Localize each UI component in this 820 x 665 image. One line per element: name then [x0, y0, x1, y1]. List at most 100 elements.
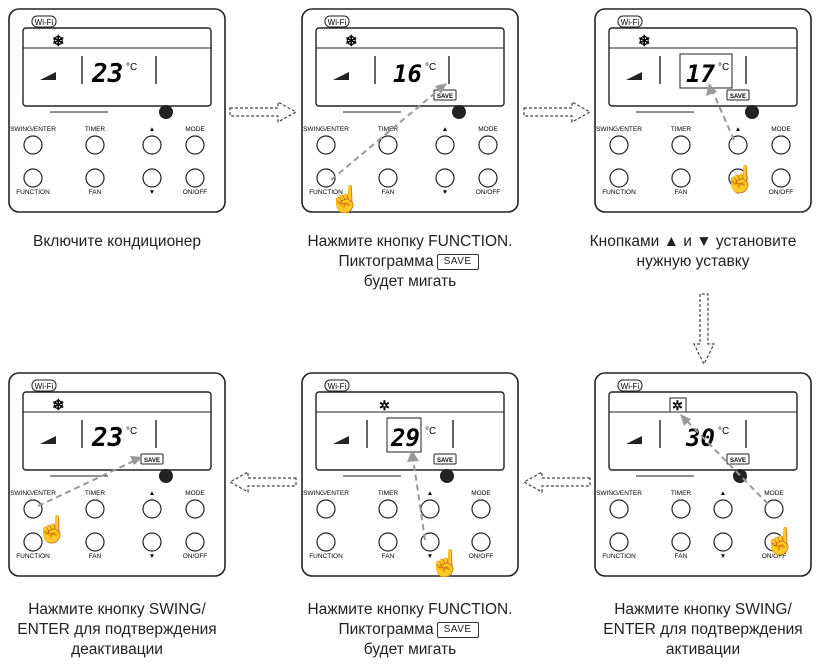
svg-text:ON/OFF: ON/OFF [476, 189, 501, 196]
svg-text:FAN: FAN [675, 189, 688, 196]
up-button[interactable] [142, 499, 162, 519]
svg-text:SWING/ENTER: SWING/ENTER [10, 490, 56, 497]
up-button[interactable] [728, 135, 748, 155]
function-button[interactable] [316, 168, 336, 188]
pointer-arrow [683, 417, 769, 505]
fan-button[interactable] [85, 168, 105, 188]
mode-button[interactable] [185, 499, 205, 519]
svg-text:ON/OFF: ON/OFF [769, 189, 794, 196]
step-6-caption: Нажмите кнопку SWING/ ENTER для подтверж… [17, 601, 217, 658]
svg-text:SAVE: SAVE [437, 458, 453, 464]
fan-button[interactable] [671, 532, 691, 552]
fan-button[interactable] [671, 168, 691, 188]
function-button[interactable] [23, 532, 43, 552]
on-off-button[interactable] [478, 168, 498, 188]
down-button[interactable] [142, 168, 162, 188]
swing-enter-button[interactable] [609, 499, 629, 519]
hand-pointer-icon: ☝ [429, 547, 461, 577]
on-off-button[interactable] [764, 532, 784, 552]
swing-enter-button[interactable] [316, 135, 336, 155]
mode-button[interactable] [764, 499, 784, 519]
svg-text:FAN: FAN [89, 189, 102, 196]
step-2-remote: Wi-Fi ❄ 16 °C SAVE SWING/ENTER TIMER ▲ M… [301, 8, 531, 213]
save-icon [726, 89, 750, 101]
arrow-right-icon [523, 100, 592, 124]
step-3-remote: Wi-Fi ❄ 17 °C SAVE SWING/ENTER TIMER ▲ M… [594, 8, 820, 213]
timer-button[interactable] [378, 135, 398, 155]
svg-text:SWING/ENTER: SWING/ENTER [303, 126, 349, 133]
svg-text:FUNCTION: FUNCTION [309, 553, 343, 560]
svg-text:FAN: FAN [675, 553, 688, 560]
fan-button[interactable] [85, 532, 105, 552]
fan-button[interactable] [378, 532, 398, 552]
swing-enter-button[interactable] [23, 135, 43, 155]
svg-text:▼: ▼ [442, 189, 448, 196]
unit-label: °C [425, 62, 436, 73]
signal-icon [40, 72, 56, 80]
hand-pointer-icon: ☝ [764, 525, 796, 557]
up-button[interactable] [435, 135, 455, 155]
svg-text:FAN: FAN [89, 553, 102, 560]
mode-button[interactable] [185, 135, 205, 155]
timer-button[interactable] [378, 499, 398, 519]
wifi-label: Wi-Fi [328, 382, 347, 391]
down-button[interactable] [728, 168, 748, 188]
fan-button[interactable] [378, 168, 398, 188]
on-off-button[interactable] [185, 532, 205, 552]
wifi-label: Wi-Fi [621, 18, 640, 27]
svg-text:SAVE: SAVE [437, 94, 453, 100]
on-off-button[interactable] [471, 532, 491, 552]
on-off-button[interactable] [771, 168, 791, 188]
wifi-icon [617, 379, 643, 392]
up-button[interactable] [142, 135, 162, 155]
indicator-led [159, 469, 173, 483]
svg-text:TIMER: TIMER [378, 490, 399, 497]
up-button[interactable] [420, 499, 440, 519]
mode-button[interactable] [771, 135, 791, 155]
wifi-icon [31, 379, 57, 392]
down-button[interactable] [142, 532, 162, 552]
step-4-remote: Wi-Fi ✲ 30 °C SAVE SWING/ENTER TIMER ▲ M… [594, 372, 820, 577]
function-button[interactable] [609, 168, 629, 188]
snowflake-icon: ❄ [345, 33, 358, 50]
down-button[interactable] [435, 168, 455, 188]
svg-text:▲: ▲ [149, 490, 155, 497]
mode-button[interactable] [471, 499, 491, 519]
timer-button[interactable] [85, 135, 105, 155]
svg-text:▲: ▲ [149, 126, 155, 133]
wifi-label: Wi-Fi [35, 382, 54, 391]
svg-text:SWING/ENTER: SWING/ENTER [10, 126, 56, 133]
svg-text:FAN: FAN [382, 189, 395, 196]
up-button[interactable] [713, 499, 733, 519]
svg-text:ON/OFF: ON/OFF [469, 553, 494, 560]
svg-text:FUNCTION: FUNCTION [16, 553, 50, 560]
swing-enter-button[interactable] [316, 499, 336, 519]
hand-pointer-icon: ☝ [724, 163, 756, 195]
indicator-led [745, 105, 759, 119]
mode-button[interactable] [478, 135, 498, 155]
function-button[interactable] [23, 168, 43, 188]
timer-button[interactable] [85, 499, 105, 519]
unit-label: °C [425, 426, 436, 437]
function-button[interactable] [609, 532, 629, 552]
on-off-button[interactable] [185, 168, 205, 188]
timer-button[interactable] [671, 499, 691, 519]
function-button[interactable] [316, 532, 336, 552]
svg-text:TIMER: TIMER [671, 490, 692, 497]
wifi-icon [324, 15, 350, 28]
svg-text:MODE: MODE [185, 490, 205, 497]
svg-text:▲: ▲ [720, 490, 726, 497]
down-button[interactable] [713, 532, 733, 552]
svg-text:ON/OFF: ON/OFF [762, 553, 787, 560]
swing-enter-button[interactable] [23, 499, 43, 519]
arrow-left-icon [228, 470, 297, 494]
save-icon [433, 453, 457, 465]
swing-enter-button[interactable] [609, 135, 629, 155]
sun-icon: ✲ [379, 398, 390, 413]
timer-button[interactable] [671, 135, 691, 155]
svg-text:FUNCTION: FUNCTION [309, 189, 343, 196]
save-icon: SAVE [436, 254, 479, 270]
snowflake-icon: ❄ [52, 33, 65, 50]
temperature-value: 23 [91, 59, 123, 89]
